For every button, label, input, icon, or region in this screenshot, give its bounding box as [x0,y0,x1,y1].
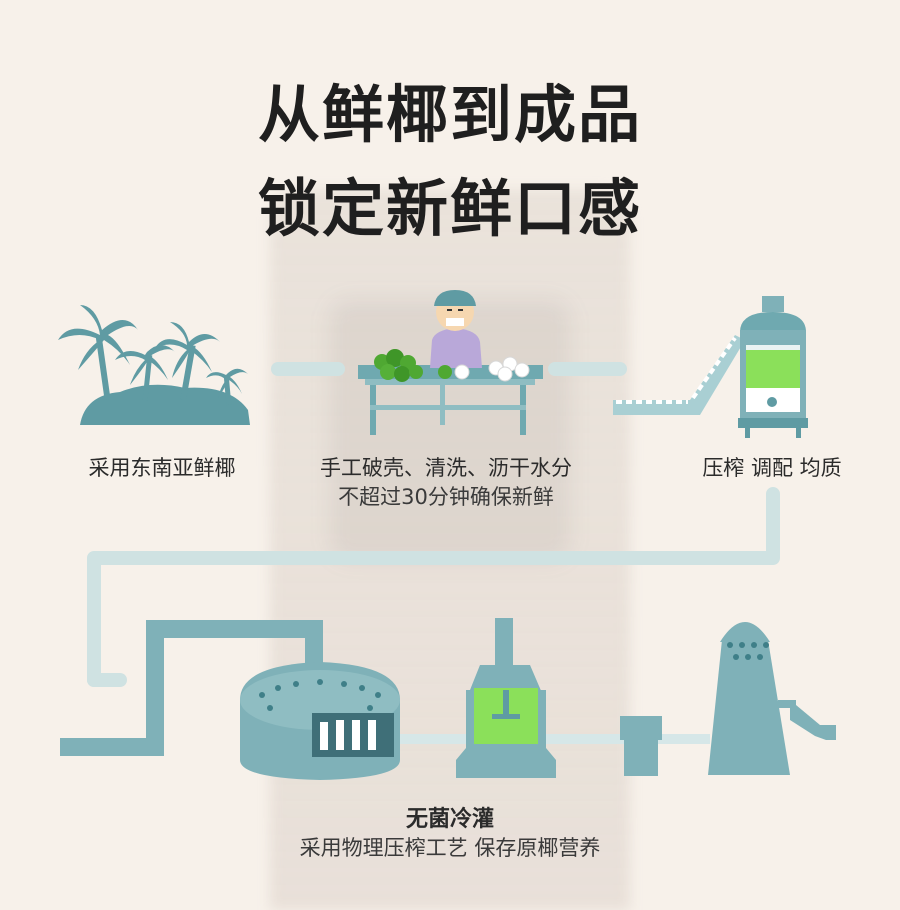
page-title-line2: 锁定新鲜口感 [257,172,642,245]
step2-label: 手工破壳、清洗、沥干水分 [320,456,572,480]
mixing-tank-icon [738,296,808,438]
step2-sublabel: 不超过30分钟确保新鲜 [338,485,554,509]
step3-label: 压榨 调配 均质 [702,456,842,480]
conveyor-belt [400,734,710,744]
sterilizer-tank-icon [456,618,556,778]
coconut-icon [374,349,530,382]
filling-machine-icon [240,662,400,780]
step1-label: 采用东南亚鲜椰 [88,456,236,480]
conveyor-icon [613,335,745,415]
page-title-line1: 从鲜椰到成品 [257,78,642,151]
step4-sublabel: 采用物理压榨工艺 保存原椰营养 [299,836,601,860]
step4-label: 无菌冷灌 [405,807,494,832]
tower-icon [708,622,836,775]
capper-icon [620,716,662,776]
connector-pipes [87,362,780,687]
palm-trees-icon [58,305,250,425]
